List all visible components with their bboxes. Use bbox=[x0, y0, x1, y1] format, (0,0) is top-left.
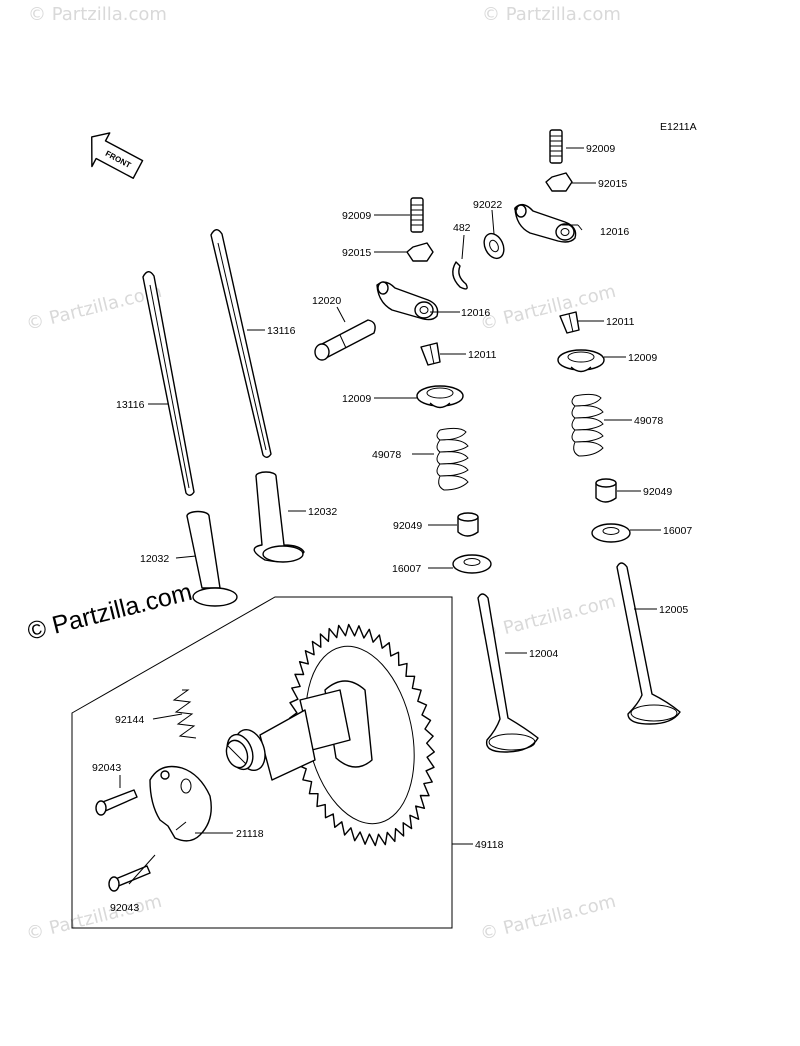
adjuster-screw-left bbox=[410, 197, 424, 233]
watermark: © Partzilla.com bbox=[478, 891, 618, 945]
label-49078-right: 49078 bbox=[634, 415, 663, 427]
valve-stem-seal-right bbox=[595, 478, 617, 503]
watermark: © Partzilla.com bbox=[482, 4, 621, 25]
part-labels: 92009 92015 12016 92022 482 92009 92015 … bbox=[92, 143, 692, 914]
rocker-shaft bbox=[314, 319, 376, 361]
valve-collet-right bbox=[559, 311, 580, 334]
label-12016-left: 12016 bbox=[461, 307, 490, 319]
valve-spring-left bbox=[436, 427, 469, 491]
label-92049-left: 92049 bbox=[393, 520, 422, 532]
label-12016-right: 12016 bbox=[600, 226, 629, 238]
label-16007-right: 16007 bbox=[663, 525, 692, 537]
label-92049-right: 92049 bbox=[643, 486, 672, 498]
label-92043-top: 92043 bbox=[92, 762, 121, 774]
spring-retainer-left bbox=[416, 385, 464, 409]
watermark: © Partzilla.com bbox=[24, 891, 164, 945]
label-92043-bottom: 92043 bbox=[110, 902, 139, 914]
intake-valve bbox=[477, 593, 539, 753]
watermark: © Partzilla.com bbox=[478, 591, 618, 645]
label-49118: 49118 bbox=[475, 839, 504, 851]
exhaust-valve bbox=[616, 562, 681, 725]
label-92009-right: 92009 bbox=[586, 143, 615, 155]
label-49078-left: 49078 bbox=[372, 449, 401, 461]
rocker-arm-right bbox=[514, 203, 577, 243]
label-482: 482 bbox=[453, 222, 471, 234]
label-92144: 92144 bbox=[115, 714, 144, 726]
spring-seat-right bbox=[591, 523, 631, 543]
push-rod-center bbox=[210, 229, 272, 458]
label-92015-right: 92015 bbox=[598, 178, 627, 190]
label-12004: 12004 bbox=[529, 648, 558, 660]
lock-nut-left bbox=[406, 242, 434, 262]
valve-stem-seal-left bbox=[457, 512, 479, 537]
camshaft-assembly-frame bbox=[71, 596, 453, 929]
valve-collet-left bbox=[420, 342, 441, 366]
label-92022: 92022 bbox=[473, 199, 502, 211]
label-12011-left: 12011 bbox=[468, 349, 497, 361]
watermark: © Partzilla.com bbox=[478, 281, 618, 335]
push-rod-left bbox=[142, 271, 195, 496]
valve-spring-right bbox=[571, 393, 604, 457]
watermark: © Partzilla.com bbox=[24, 281, 164, 335]
label-16007-left: 16007 bbox=[392, 563, 421, 575]
camshaft bbox=[225, 680, 373, 781]
washer-92022 bbox=[483, 232, 505, 260]
label-92009-left: 92009 bbox=[342, 210, 371, 222]
return-spring-92144 bbox=[172, 689, 197, 739]
spring-retainer-right bbox=[557, 349, 605, 373]
tappet-right bbox=[253, 471, 305, 563]
adjuster-screw-right bbox=[549, 129, 563, 164]
decompressor-plate-21118 bbox=[149, 765, 212, 842]
label-12032-left: 12032 bbox=[140, 553, 169, 565]
label-13116-center: 13116 bbox=[267, 325, 296, 337]
label-12032-right: 12032 bbox=[308, 506, 337, 518]
label-13116-left: 13116 bbox=[116, 399, 145, 411]
diagram-code: E1211A bbox=[660, 121, 697, 133]
bolt-92043-top bbox=[95, 789, 138, 816]
tappet-left bbox=[186, 510, 238, 607]
watermark: © Partzilla.com bbox=[28, 4, 167, 25]
bolt-92043-bottom bbox=[108, 865, 151, 892]
label-12005: 12005 bbox=[659, 604, 688, 616]
label-21118: 21118 bbox=[236, 828, 264, 840]
label-92015-left: 92015 bbox=[342, 247, 371, 259]
rocker-arm-left bbox=[376, 281, 439, 321]
label-12020: 12020 bbox=[312, 295, 341, 307]
label-12009-right: 12009 bbox=[628, 352, 657, 364]
circlip-482 bbox=[452, 261, 468, 290]
label-12011-right: 12011 bbox=[606, 316, 635, 328]
spring-seat-left bbox=[452, 554, 492, 574]
label-12009-left: 12009 bbox=[342, 393, 371, 405]
front-arrow-icon: FRONT bbox=[91, 132, 144, 179]
lock-nut-right bbox=[545, 172, 573, 192]
watermark-large: © Partzilla.com bbox=[25, 578, 195, 646]
leader-lines bbox=[119, 147, 661, 885]
